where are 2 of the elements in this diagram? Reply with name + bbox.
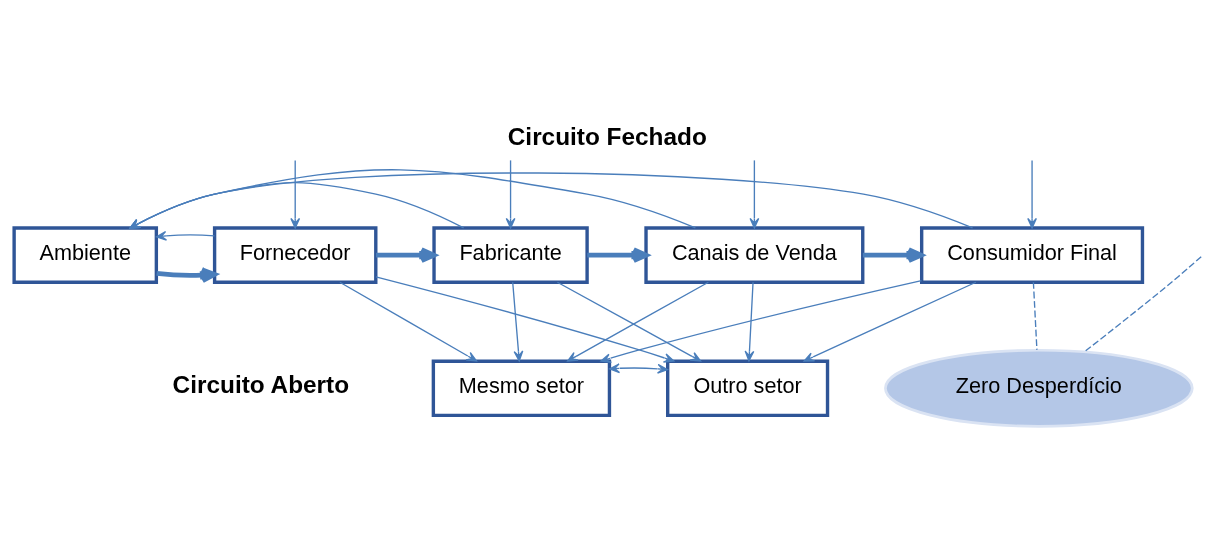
label: Circuito Aberto — [172, 370, 350, 398]
diagram-title: Circuito Fechado — [507, 122, 707, 150]
